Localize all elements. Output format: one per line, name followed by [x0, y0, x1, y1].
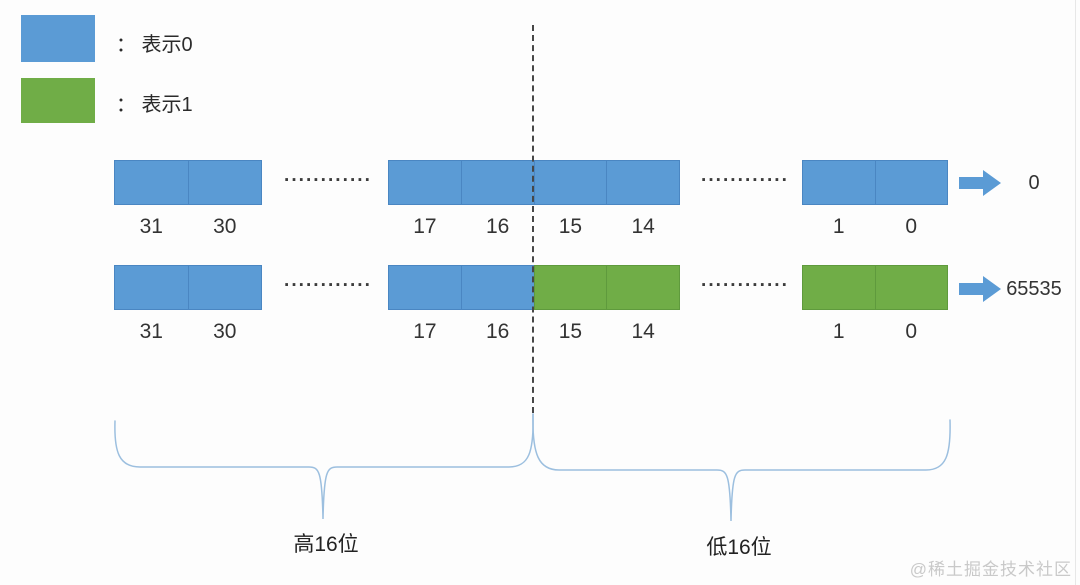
bit-cell: 0 — [874, 160, 948, 238]
bit-index-label: 15 — [558, 215, 583, 238]
bit-index-label: 16 — [485, 215, 510, 238]
row0-result-value: 0 — [1028, 172, 1040, 194]
right-arrow-icon — [959, 276, 1001, 302]
bit-cell: 16 — [460, 265, 535, 343]
bit-cell: 14 — [606, 160, 680, 238]
bit-index-label: 17 — [413, 215, 437, 238]
bit-index-label: 31 — [139, 320, 163, 343]
bit-index-label: 0 — [905, 215, 918, 238]
bit-cell: 1 — [802, 265, 876, 343]
bit-index-label: 31 — [139, 215, 163, 238]
bit-cell: 0 — [874, 265, 948, 343]
low-16-label: 低16位 — [706, 536, 772, 559]
bit-index-label: 15 — [558, 320, 583, 343]
bit-cell: 15 — [533, 160, 608, 238]
row0-bits-31-30: 31 30 — [114, 160, 262, 238]
ellipsis-dots: ············ — [284, 170, 372, 191]
bit-index-label: 16 — [485, 320, 510, 343]
ellipsis-dots: ············ — [701, 170, 789, 191]
watermark-text: @稀土掘金技术社区 — [909, 560, 1072, 579]
high-16-label: 高16位 — [293, 533, 359, 556]
bit-index-label: 14 — [631, 215, 655, 238]
row1-bits-1-0: 1 0 — [802, 265, 948, 343]
bit-index-label: 30 — [213, 320, 237, 343]
bit-cell: 31 — [114, 160, 189, 238]
bit-cell: 17 — [388, 160, 462, 238]
row0-bits-17-14: 17 16 15 14 — [388, 160, 680, 238]
ellipsis-dots: ············ — [701, 275, 789, 296]
legend-label-one: ： 表示1 — [116, 94, 193, 116]
high-16-brace — [114, 413, 534, 520]
bit-index-label: 1 — [832, 320, 845, 343]
row1-bits-31-30: 31 30 — [114, 265, 262, 343]
right-arrow-icon — [959, 170, 1001, 196]
bit-cell: 17 — [388, 265, 462, 343]
legend-swatch-one — [21, 78, 95, 123]
bit-index-label: 1 — [832, 215, 845, 238]
bit-cell: 14 — [606, 265, 680, 343]
row0-bits-1-0: 1 0 — [802, 160, 948, 238]
row1-bits-17-14: 17 16 15 14 — [388, 265, 680, 343]
bit-index-label: 17 — [413, 320, 437, 343]
bit-cell: 15 — [533, 265, 608, 343]
bit-cell: 1 — [802, 160, 876, 238]
bit-index-label: 30 — [213, 215, 237, 238]
bit-cell: 30 — [187, 160, 262, 238]
bit-index-label: 14 — [631, 320, 655, 343]
bit-cell: 16 — [460, 160, 535, 238]
bit-cell: 31 — [114, 265, 189, 343]
bit-index-label: 0 — [905, 320, 918, 343]
ellipsis-dots: ············ — [284, 275, 372, 296]
legend-label-zero: ： 表示0 — [116, 34, 193, 56]
high-low-divider-line — [532, 25, 534, 413]
bit-cell: 30 — [187, 265, 262, 343]
low-16-brace — [532, 413, 951, 522]
row1-result-value: 65535 — [1006, 278, 1062, 300]
legend-swatch-zero — [21, 15, 95, 62]
right-edge-line — [1075, 0, 1076, 585]
